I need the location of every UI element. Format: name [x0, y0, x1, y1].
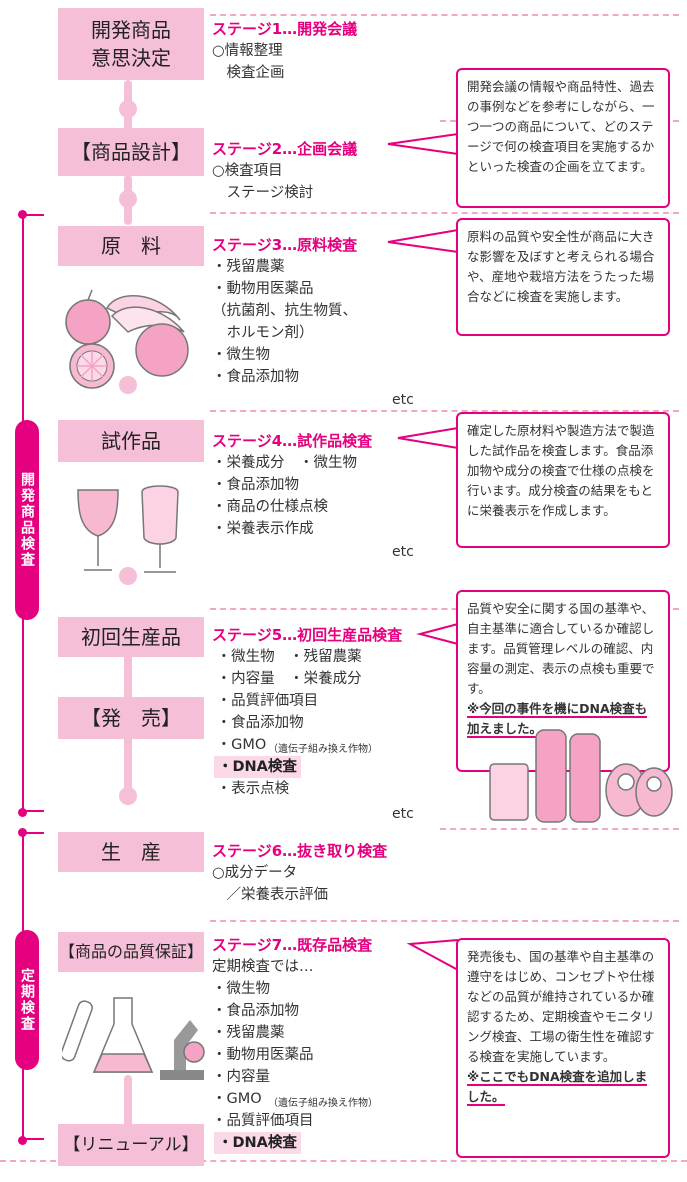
note-stage-3-text: 原料の品質や安全性が商品に大きな影響を及ぼすと考えられる場合や、産地や栽培方法を… — [467, 229, 655, 304]
stage-7-items-after: ・品質評価項目 — [212, 1113, 314, 1129]
timeline-node — [119, 376, 137, 394]
stage-5-title: ステージ5…初回生産品検査 — [212, 626, 403, 644]
separator-7 — [210, 920, 679, 922]
fruit-illustration — [65, 289, 189, 389]
stage-3-etc: etc — [392, 392, 414, 408]
stage-5-gmo-note: （遺伝子組み換え作物） — [268, 744, 378, 755]
stage-7-box: 【商品の品質保証】 — [58, 932, 204, 972]
stage-5-items: ・微生物 ・残留農薬 ・内容量 ・栄養成分 ・品質評価項目 ・食品添加物 ・GM… — [216, 649, 362, 753]
note-stage-7: 発売後も、国の基準や自主基準の遵守をはじめ、コンセプトや仕様などの品質が維持され… — [456, 938, 670, 1158]
note-stage-4-text: 確定した原材料や製造方法で製造した試作品を検査します。食品添加物や成分の検査で仕… — [467, 423, 655, 518]
stage-6-box: 生 産 — [58, 832, 204, 872]
stage-4-title: ステージ4…試作品検査 — [212, 432, 373, 450]
group-label-periodic: 定期検査 — [15, 930, 39, 1070]
stage-7-renewal-box: 【リニューアル】 — [58, 1124, 204, 1166]
stage-3-title: ステージ3…原料検査 — [212, 236, 358, 254]
bracket-end-dot — [18, 210, 27, 219]
stage-6-title: ステージ6…抜き取り検査 — [212, 842, 388, 860]
note-2-pointer — [387, 229, 459, 253]
timeline-spine-top — [124, 80, 132, 160]
timeline-node — [119, 567, 137, 585]
note-stage-3: 原料の品質や安全性が商品に大きな影響を及ぼすと考えられる場合や、産地や栽培方法を… — [456, 218, 670, 336]
stage-4-etc: etc — [392, 544, 414, 560]
stage-2-box: 【商品設計】 — [58, 128, 204, 176]
note-stage-4: 確定した原材料や製造方法で製造した試作品を検査します。食品添加物や成分の検査で仕… — [456, 412, 670, 548]
stage-1-title: ステージ1…開発会議 — [212, 20, 358, 38]
separator-5 — [210, 608, 679, 610]
stage-2-items: ○検査項目 ステージ検討 — [212, 163, 314, 201]
glasses-illustration — [77, 485, 179, 573]
separator-4 — [210, 410, 679, 412]
separator-3 — [210, 212, 679, 214]
stage-4-box: 試作品 — [58, 420, 204, 462]
bracket-end-dot — [18, 1136, 27, 1145]
stage-3-items: ・残留農薬 ・動物用医薬品 （抗菌剤、抗生物質、 ホルモン剤） ・微生物 ・食品… — [212, 259, 357, 385]
timeline-node — [119, 190, 137, 208]
bracket-end-dot — [18, 828, 27, 837]
group-label-development: 開発商品検査 — [15, 420, 39, 620]
stage-2-title: ステージ2…企画会議 — [212, 140, 358, 158]
bracket-end-dot — [18, 808, 27, 817]
stage-7-items: 定期検査では… ・微生物 ・食品添加物 ・残留農薬 ・動物用医薬品 ・内容量 ・… — [212, 959, 314, 1107]
separator-6 — [440, 828, 679, 830]
separator-1 — [210, 14, 679, 16]
stage-3-box: 原 料 — [58, 226, 204, 266]
stage-7-gmo-note: （遺伝子組み換え作物） — [268, 1098, 378, 1109]
stage-5-items-after: ・表示点検 — [212, 781, 290, 797]
note-5-pointer — [406, 939, 459, 971]
note-3-pointer — [397, 427, 459, 449]
timeline-node — [119, 100, 137, 118]
stage-7-title: ステージ7…既存品検査 — [212, 936, 373, 954]
note-1-pointer — [387, 133, 459, 155]
note-stage-7-highlight: ※ここでもDNA検査を追加しました。 — [467, 1069, 648, 1106]
note-stage-7-text: 発売後も、国の基準や自主基準の遵守をはじめ、コンセプトや仕様などの品質が維持され… — [467, 949, 655, 1064]
note-stage-5-highlight: ※今回の事件を機にDNA検査も加えました。 — [467, 701, 648, 738]
timeline-spine-7 — [124, 1075, 132, 1145]
stage-5-release-box: 【発 売】 — [58, 697, 204, 739]
drinks-illustration — [489, 729, 673, 823]
note-4-pointer — [416, 623, 459, 645]
stage-1-box: 開発商品 意思決定 — [58, 8, 204, 80]
note-stage-2: 開発会議の情報や商品特性、過去の事例などを参考にしながら、一つ一つの商品について… — [456, 68, 670, 208]
stage-5-dna-tag: ・DNA検査 — [214, 756, 301, 778]
lab-equipment-illustration — [62, 997, 205, 1080]
stage-6-items: ○成分データ ／栄養表示評価 — [212, 865, 328, 903]
stage-4-items: ・栄養成分 ・微生物 ・食品添加物 ・商品の仕様点検 ・栄養表示作成 — [212, 455, 357, 537]
stage-5-etc: etc — [392, 806, 414, 822]
stage-7-dna-tag: ・DNA検査 — [214, 1132, 301, 1154]
stage-1-items: ○情報整理 検査企画 — [212, 43, 285, 81]
timeline-node — [119, 787, 137, 805]
note-stage-5-text: 品質や安全に関する国の基準や、自主基準に適合しているか確認します。品質管理レベル… — [467, 601, 655, 696]
stage-5-box: 初回生産品 — [58, 617, 204, 657]
note-stage-2-text: 開発会議の情報や商品特性、過去の事例などを参考にしながら、一つ一つの商品について… — [467, 79, 655, 174]
separator-bottom — [0, 1160, 687, 1162]
